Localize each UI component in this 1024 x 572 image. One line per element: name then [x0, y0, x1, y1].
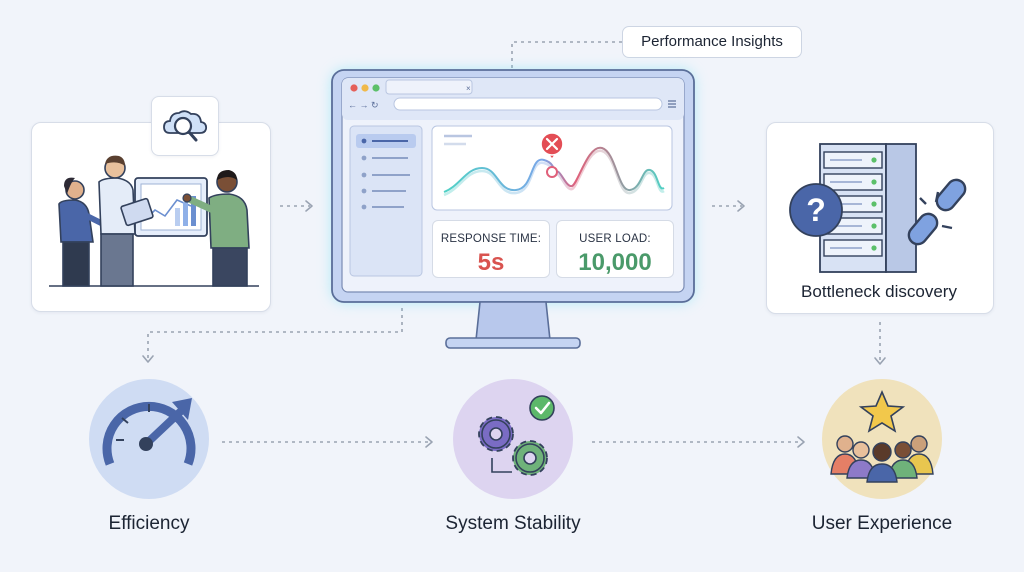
server-illustration: ?: [789, 143, 967, 273]
efficiency-label: Efficiency: [108, 513, 190, 534]
cloud-search-badge: [151, 96, 219, 156]
svg-text:← → ↻: ← → ↻: [348, 100, 379, 110]
response-time-label: RESPONSE TIME:: [440, 233, 542, 245]
check-icon: [529, 395, 555, 421]
user-load-value: 10,000: [578, 249, 652, 276]
response-time-value: 5s: [477, 249, 505, 276]
monitor-illustration: × ← → ↻: [331, 69, 695, 349]
user-load-label: USER LOAD:: [579, 233, 651, 245]
performance-insights-label: Performance Insights: [641, 33, 783, 50]
bottleneck-label: Bottleneck discovery: [801, 282, 957, 301]
question-icon: ?: [789, 183, 843, 237]
team-illustration: [49, 155, 259, 287]
stability-label: System Stability: [445, 513, 581, 534]
performance-insights-callout: Performance Insights: [622, 26, 802, 58]
user-load-metric: USER LOAD: 10,000: [556, 220, 674, 278]
svg-text:?: ?: [806, 192, 826, 228]
svg-text:×: ×: [466, 84, 471, 93]
broken-link-icon: [907, 178, 967, 246]
star-icon: [858, 389, 906, 433]
experience-label: User Experience: [811, 513, 953, 534]
user-group-icon: [822, 379, 942, 499]
gears-icon: [453, 379, 573, 499]
speedometer-icon: [89, 379, 209, 499]
response-time-metric: RESPONSE TIME: 5s: [432, 220, 550, 278]
cloud-search-icon: [163, 110, 208, 142]
